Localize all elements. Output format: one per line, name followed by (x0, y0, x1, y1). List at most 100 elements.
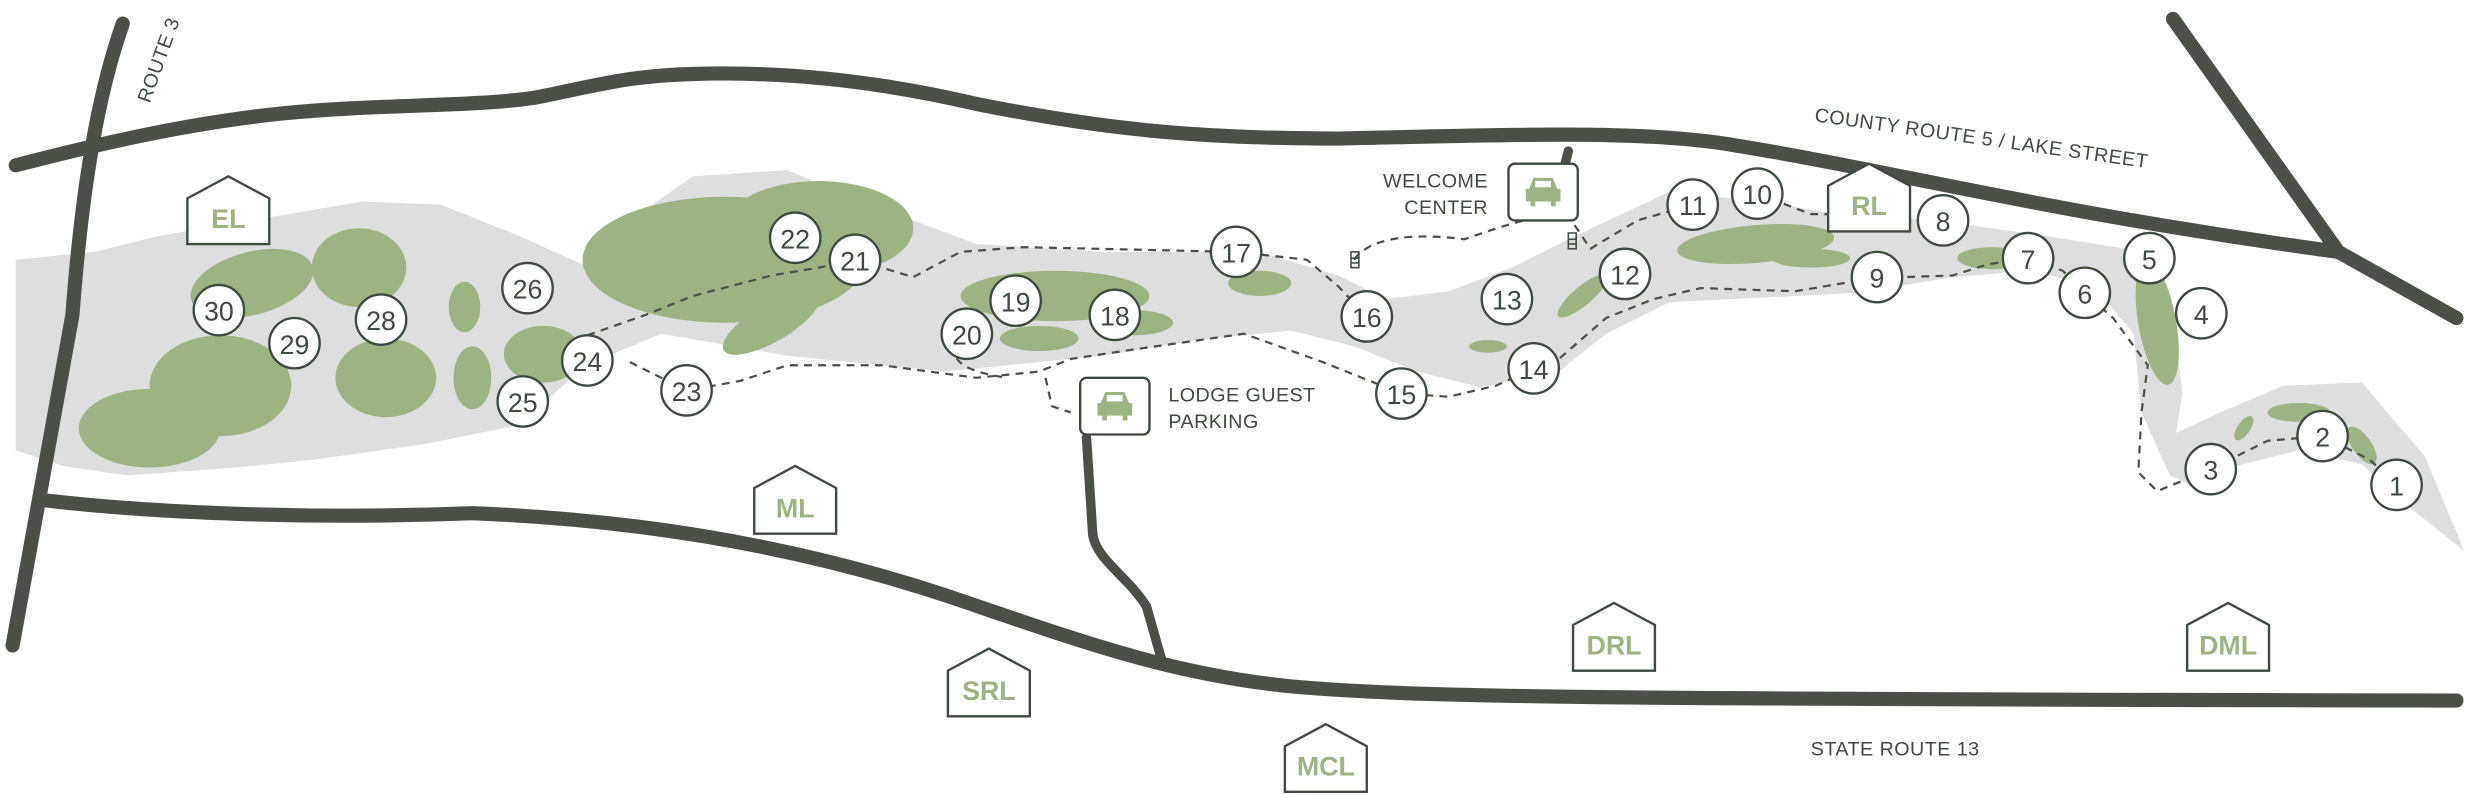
marker-number: 6 (2077, 279, 2092, 309)
marker-circle (2001, 231, 2055, 285)
marker-number: 15 (1387, 380, 1417, 410)
hole-marker-15[interactable]: 15 (1375, 367, 1428, 420)
marker-number: 18 (1100, 301, 1130, 331)
route-3-label: ROUTE 3 (134, 15, 185, 106)
hole-marker-9[interactable]: 9 (1850, 250, 1904, 304)
lodge-label: SRL (962, 676, 1016, 706)
marker-number: 8 (1936, 207, 1951, 237)
lodge-rl[interactable]: RL (1826, 162, 1912, 233)
marker-number: 3 (2203, 456, 2218, 486)
hole-marker-10[interactable]: 10 (1730, 167, 1784, 221)
lodge-drl[interactable]: DRL (1571, 601, 1657, 672)
hole-marker-2[interactable]: 2 (2296, 409, 2349, 463)
lodge-label: MCL (1297, 752, 1355, 782)
marker-circle (1850, 250, 1904, 304)
welcome-center[interactable]: WELCOME CENTER (1383, 162, 1579, 222)
stairs-icon (1350, 251, 1360, 269)
lodge-dml[interactable]: DML (2185, 601, 2271, 672)
hole-marker-29[interactable]: 29 (268, 316, 321, 370)
marker-circle (1480, 272, 1534, 326)
marker-number: 5 (2142, 245, 2157, 275)
hole-marker-12[interactable]: 12 (1598, 247, 1652, 301)
hole-marker-21[interactable]: 21 (828, 233, 882, 287)
marker-circle (660, 364, 713, 417)
marker-number: 16 (1352, 303, 1382, 333)
welcome-center-label-1: WELCOME (1383, 170, 1488, 192)
marker-number: 13 (1492, 286, 1522, 316)
lodge-label: EL (211, 204, 245, 234)
house-icon (753, 464, 838, 535)
marker-number: 1 (2389, 471, 2404, 501)
marker-circle (501, 261, 554, 315)
marker-number: 28 (366, 306, 396, 336)
marker-circle (2184, 442, 2238, 496)
hole-marker-16[interactable]: 16 (1340, 290, 1394, 343)
hole-marker-17[interactable]: 17 (1209, 225, 1263, 279)
car-icon (1097, 391, 1133, 421)
marker-number: 29 (280, 330, 310, 360)
lodge-srl[interactable]: SRL (946, 647, 1031, 718)
hole-marker-1[interactable]: 1 (2370, 458, 2423, 512)
marker-number: 17 (1221, 238, 1251, 268)
marker-number: 20 (952, 320, 982, 350)
hole-marker-24[interactable]: 24 (560, 334, 614, 387)
marker-circle (2122, 231, 2176, 285)
hole-marker-22[interactable]: 22 (768, 211, 822, 265)
marker-number: 22 (780, 224, 810, 254)
route-3-road (5, 16, 130, 653)
state-route-13-label: STATE ROUTE 13 (1811, 739, 1980, 761)
marker-number: 14 (1519, 355, 1549, 385)
hole-marker-3[interactable]: 3 (2184, 442, 2238, 496)
hole-marker-28[interactable]: 28 (354, 293, 408, 346)
lodge-parking-label-2: PARKING (1168, 411, 1258, 433)
marker-circle (940, 307, 994, 361)
marker-circle (496, 375, 550, 428)
marker-circle (1375, 367, 1428, 420)
lodge-driveway (1081, 432, 1167, 666)
house-icon (2185, 601, 2271, 672)
hole-marker-13[interactable]: 13 (1480, 272, 1534, 326)
hole-marker-14[interactable]: 14 (1507, 342, 1561, 395)
lodge-guest-parking[interactable]: LODGE GUEST PARKING (1079, 376, 1316, 436)
hole-marker-23[interactable]: 23 (660, 364, 713, 417)
lodge-label: ML (776, 493, 815, 523)
lodge-parking-label-1: LODGE GUEST (1168, 384, 1315, 406)
marker-number: 10 (1742, 180, 1772, 210)
lodge-ml[interactable]: ML (753, 464, 838, 535)
lodge-label: RL (1851, 191, 1887, 221)
hole-marker-19[interactable]: 19 (989, 274, 1043, 328)
marker-circle (1507, 342, 1561, 395)
lodge-el[interactable]: EL (186, 174, 271, 246)
marker-circle (192, 283, 246, 337)
marker-number: 19 (1001, 287, 1031, 317)
hole-marker-26[interactable]: 26 (501, 261, 554, 315)
state-route-13-road (40, 493, 2464, 708)
house-icon (1571, 601, 1657, 672)
marker-number: 30 (204, 297, 234, 327)
marker-circle (268, 316, 321, 370)
hole-marker-30[interactable]: 30 (192, 283, 246, 337)
marker-circle (560, 334, 614, 387)
lodge-mcl[interactable]: MCL (1283, 722, 1368, 794)
welcome-center-label-2: CENTER (1404, 197, 1488, 219)
hole-marker-11[interactable]: 11 (1666, 178, 1720, 232)
hole-marker-8[interactable]: 8 (1916, 194, 1970, 247)
stairs-icon (1567, 232, 1577, 250)
marker-circle (989, 274, 1043, 328)
marker-number: 21 (840, 246, 870, 276)
hole-marker-7[interactable]: 7 (2001, 231, 2055, 285)
marker-number: 26 (513, 275, 543, 305)
marker-circle (1666, 178, 1720, 232)
marker-circle (354, 293, 408, 346)
hole-marker-25[interactable]: 25 (496, 375, 550, 428)
car-icon (1525, 177, 1561, 207)
house-icon (1826, 162, 1912, 233)
marker-circle (2296, 409, 2349, 463)
hole-marker-18[interactable]: 18 (1088, 288, 1142, 342)
hole-marker-6[interactable]: 6 (2058, 266, 2112, 320)
hole-marker-4[interactable]: 4 (2174, 286, 2228, 340)
hole-marker-5[interactable]: 5 (2122, 231, 2176, 285)
marker-number: 9 (1869, 264, 1884, 294)
county-route-branch-road (2165, 11, 2346, 259)
hole-marker-20[interactable]: 20 (940, 307, 994, 361)
